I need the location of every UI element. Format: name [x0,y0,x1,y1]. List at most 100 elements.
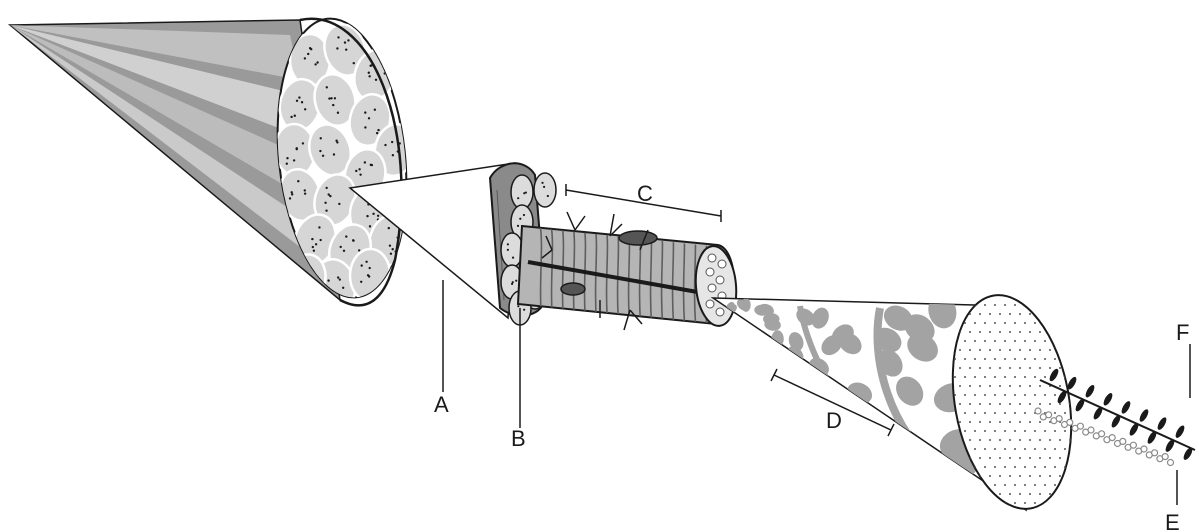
filament-dot [984,466,986,468]
nucleus-dot [291,191,293,193]
nucleus-dot [298,96,300,98]
filament-dot [1014,448,1016,450]
filament-dot [969,511,971,513]
filament-dot [1029,421,1031,423]
label-a: A [434,392,449,417]
filament-dot [1024,340,1026,342]
filament-dot [964,430,966,432]
filament-dot [959,421,961,423]
filament-dot [979,493,981,495]
fiber-section [534,173,556,207]
filament-dot [1014,376,1016,378]
filament-dot [1059,331,1061,333]
nucleus-dot [325,187,327,189]
filament-dot [979,313,981,315]
nucleus-dot [316,61,318,63]
filament-dot [989,439,991,441]
filament-dot [979,457,981,459]
filament-dot [974,376,976,378]
filament-dot [994,304,996,306]
fascicle-bundles [273,19,420,314]
filament-dot [969,331,971,333]
actin-bead [1035,408,1041,414]
filament-dot [1014,358,1016,360]
nucleus-dot [388,227,390,229]
filament-dot [1049,331,1051,333]
filament-dot [1014,304,1016,306]
filament-dot [1069,331,1071,333]
nucleus-dot [318,226,320,228]
nucleus-dot [337,276,339,278]
filament-dot [1049,313,1051,315]
nucleus-dot [391,141,393,143]
actin-bead [1046,412,1052,418]
nucleus-dot [352,240,354,242]
nucleus-dot [344,41,346,43]
filament-dot [994,376,996,378]
nucleus-dot [345,235,347,237]
filament-dot [1059,439,1061,441]
filament-dot [1019,511,1021,513]
myofibril-dot [708,284,716,292]
filament-dot [1014,322,1016,324]
nucleus-dot [334,97,336,99]
filament-dot [1054,412,1056,414]
filament-dot [1054,304,1056,306]
nucleus-dot [314,63,316,65]
filament-dot [1039,421,1041,423]
filament-dot [989,385,991,387]
filament-dot [1034,448,1036,450]
filament-dot [999,475,1001,477]
filament-dot [1004,484,1006,486]
nucleus-dot [289,197,291,199]
nucleus-dot [319,150,321,152]
filament-dot [1059,313,1061,315]
filament-dot [1049,367,1051,369]
filament-dot [1004,412,1006,414]
filament-dot [1019,331,1021,333]
nucleus-dot [389,244,391,246]
nucleus-dot [325,209,327,211]
nucleus-dot [366,215,368,217]
nucleus-dot [360,281,362,283]
filament-dot [964,376,966,378]
filament-dot [1039,493,1041,495]
filament-dot [1044,394,1046,396]
filament-dot [1029,403,1031,405]
filament-dot [974,340,976,342]
filament-dot [959,511,961,513]
filament-dot [1034,322,1036,324]
filament-dot [989,313,991,315]
nucleus-dot [364,126,366,128]
filament-dot [974,412,976,414]
filament-dot [984,322,986,324]
filament-dot [964,502,966,504]
filament-dot [1039,367,1041,369]
filament-dot [1014,430,1016,432]
filament-dot [1019,421,1021,423]
filament-dot [994,322,996,324]
nucleus-dot [377,215,379,217]
filament-dot [1009,421,1011,423]
filament-dot [969,439,971,441]
filament-dot [1069,349,1071,351]
actin-bead [1168,460,1174,466]
filament-dot [1009,457,1011,459]
nucleus-dot [507,249,509,251]
nucleus-dot [336,47,338,49]
filament-dot [994,484,996,486]
nucleus-dot [340,246,342,248]
actin-bead [1109,435,1115,441]
filament-dot [969,475,971,477]
nucleus-dot [294,268,296,270]
nucleus-dot [320,137,322,139]
filament-dot [1034,376,1036,378]
filament-dot [1044,466,1046,468]
nucleus-dot [517,225,519,227]
filament-dot [984,340,986,342]
nucleus-dot [335,140,337,142]
filament-dot [989,511,991,513]
filament-dot [1049,439,1051,441]
filament-dot [984,358,986,360]
filament-dot [959,475,961,477]
